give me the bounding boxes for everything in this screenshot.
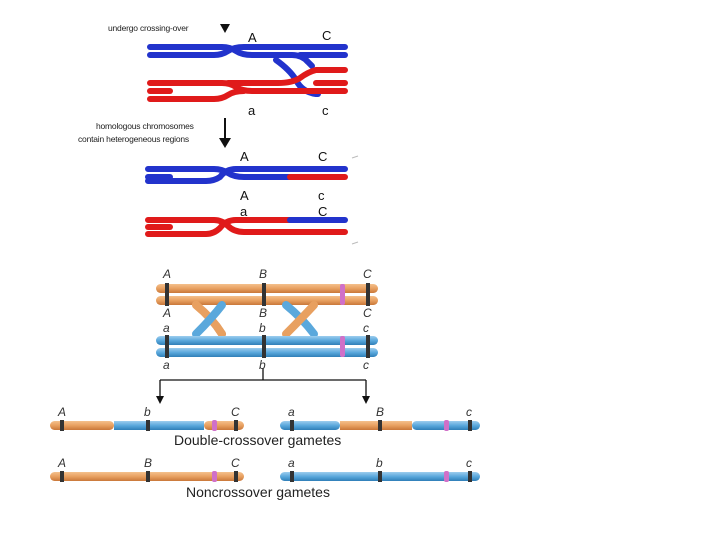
blue-chromosome-pair: [156, 336, 378, 357]
gene-label-C: C: [363, 306, 372, 320]
gene-label-b: b: [144, 405, 151, 419]
gene-label-c: c: [466, 456, 472, 470]
double-crossover-caption: Double-crossover gametes: [174, 432, 342, 448]
noncrossover-gamete-left: [50, 471, 244, 482]
gene-label-A: A: [163, 267, 172, 281]
gene-label-C: C: [363, 267, 372, 281]
gene-label-A: A: [248, 30, 257, 45]
noncrossover-gamete-right: [280, 471, 480, 482]
gene-label-c: c: [363, 358, 369, 372]
gene-label-c: c: [318, 188, 325, 203]
down-arrow-icon: [156, 396, 370, 404]
gene-label-c: c: [466, 405, 472, 419]
gene-label-a: a: [163, 321, 170, 335]
gene-label-c: c: [363, 321, 369, 335]
noncrossover-caption: Noncrossover gametes: [186, 484, 330, 500]
gene-label-a: a: [288, 405, 295, 419]
gene-label-a: a: [163, 358, 170, 372]
gene-label-b: b: [259, 321, 266, 335]
gene-label-B: B: [376, 405, 385, 419]
gene-label-a: a: [240, 204, 248, 219]
caption-crossing-over: undergo crossing-over: [108, 23, 189, 33]
gene-label-C: C: [231, 456, 240, 470]
down-arrow-icon: [219, 118, 231, 148]
gene-label-B: B: [144, 456, 153, 470]
gene-label-C: C: [322, 28, 332, 43]
down-arrow-icon: [220, 24, 230, 33]
recombinant-chromosome-blue: [145, 166, 348, 184]
gene-label-c: c: [322, 103, 329, 118]
double-crossover-gamete-left: [50, 420, 244, 431]
caption-homologous-line2: contain heterogeneous regions: [78, 134, 189, 144]
gene-label-a: a: [288, 456, 295, 470]
gene-label-C: C: [318, 149, 328, 164]
gene-label-A: A: [58, 456, 67, 470]
gene-label-a: a: [248, 103, 256, 118]
gene-label-C: C: [318, 204, 328, 219]
gene-label-B: B: [259, 306, 268, 320]
orange-chromosome-pair: [156, 284, 378, 305]
gene-label-A: A: [240, 188, 249, 203]
centromere-marks: [340, 284, 345, 357]
caption-homologous-line1: homologous chromosomes: [96, 121, 194, 131]
gene-label-b: b: [259, 358, 266, 372]
recombinant-chromosome-red: [145, 217, 348, 237]
gene-label-A: A: [163, 306, 172, 320]
gene-label-A: A: [240, 149, 249, 164]
crossover-strands: [192, 301, 318, 338]
gene-bands: [165, 283, 370, 358]
gene-label-C: C: [231, 405, 240, 419]
gene-label-B: B: [259, 267, 268, 281]
double-crossover-gamete-right: [280, 420, 480, 431]
gamete-split-arrows: [159, 368, 367, 398]
red-chromosome-before: [147, 67, 348, 102]
gene-label-A: A: [58, 405, 67, 419]
gene-label-b: b: [376, 456, 383, 470]
